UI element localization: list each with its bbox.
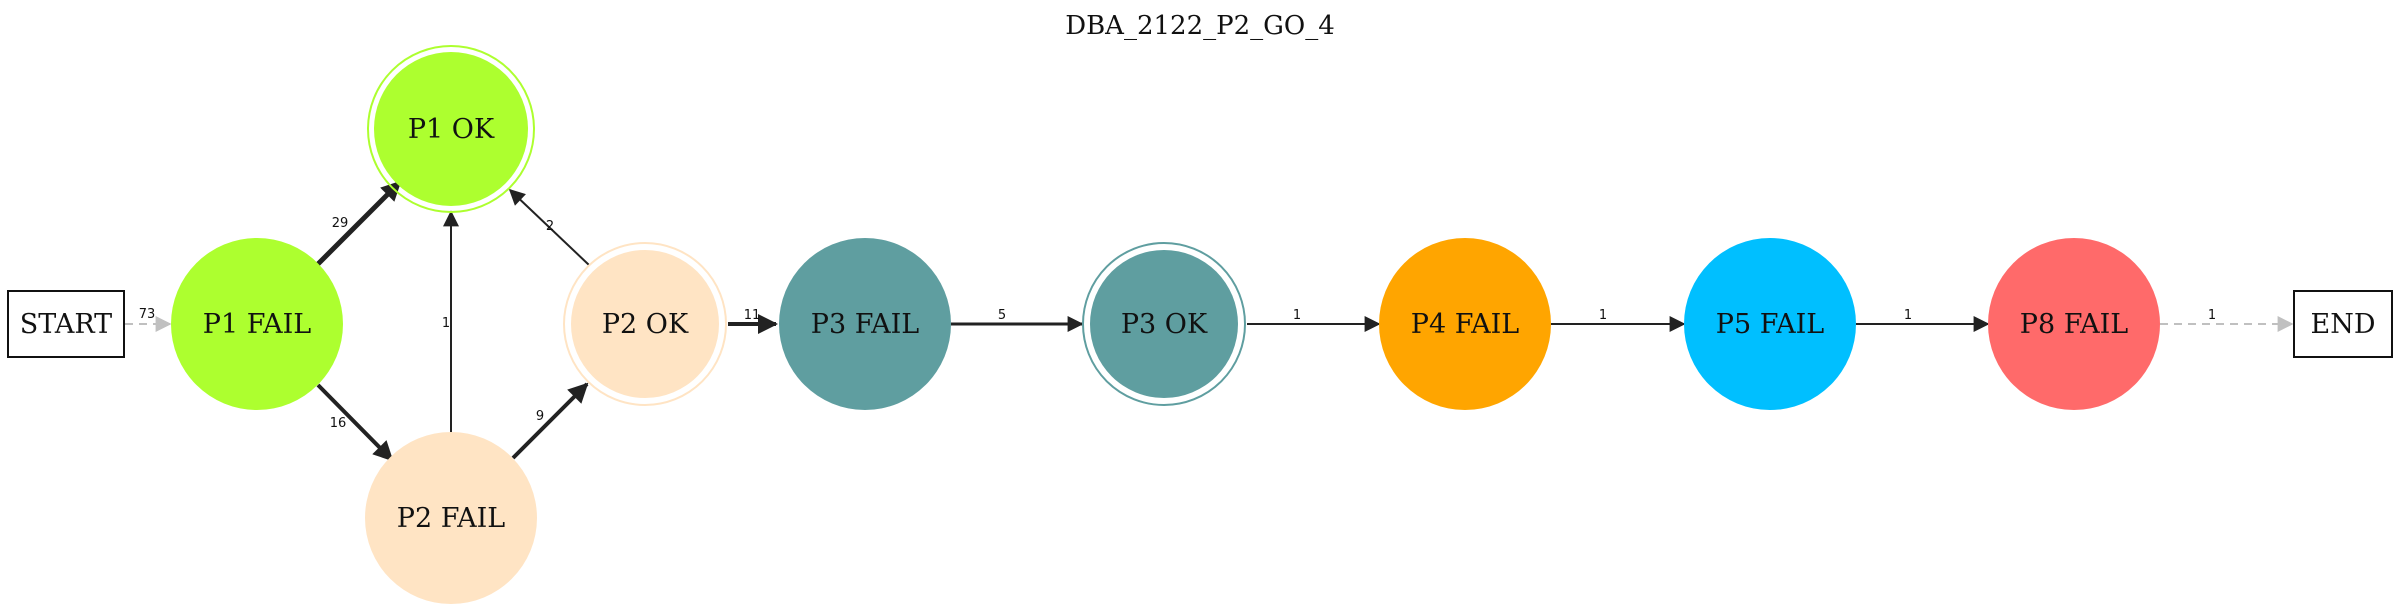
edge-p8-fail-to-end: 1 <box>2160 308 2294 332</box>
edge-p2-fail-to-p1-ok: 1 <box>442 210 459 433</box>
node-p5-fail[interactable]: P5 FAIL <box>1684 238 1856 410</box>
edge-p3-fail-to-p3-ok: 5 <box>951 308 1084 332</box>
edge-label-p5-fail-p8-fail: 1 <box>1904 308 1912 323</box>
edge-p4-fail-to-p5-fail: 1 <box>1551 308 1686 332</box>
node-p3-ok-label: P3 OK <box>1121 309 1208 340</box>
edge-label-p2-fail-p1-ok: 1 <box>442 316 450 331</box>
node-p4-fail-label: P4 FAIL <box>1411 309 1519 340</box>
node-p2-fail-label: P2 FAIL <box>397 503 505 534</box>
edge-label-p1-fail-p2-fail: 16 <box>330 416 347 431</box>
node-p1-fail[interactable]: P1 FAIL <box>171 238 343 410</box>
node-p8-fail-label: P8 FAIL <box>2020 309 2128 340</box>
node-p1-fail-label: P1 FAIL <box>203 309 311 340</box>
edge-label-p4-fail-p5-fail: 1 <box>1599 308 1607 323</box>
node-p3-ok[interactable]: P3 OK <box>1082 242 1246 406</box>
node-p2-fail[interactable]: P2 FAIL <box>365 432 537 604</box>
node-p2-ok[interactable]: P2 OK <box>563 242 727 406</box>
node-p3-fail-label: P3 FAIL <box>811 309 919 340</box>
diagram-title: DBA_2122_P2_GO_4 <box>1065 11 1335 41</box>
edge-label-p1-fail-p1-ok: 29 <box>332 216 349 231</box>
edge-start-to-p1-fail: 73 <box>125 307 172 332</box>
node-p1-ok[interactable]: P1 OK <box>367 45 535 213</box>
node-p5-fail-label: P5 FAIL <box>1716 309 1824 340</box>
edge-p2-ok-to-p3-fail: 11 <box>728 308 778 334</box>
edge-label-p2-fail-p2-ok: 9 <box>536 409 544 424</box>
edge-p3-ok-to-p4-fail: 1 <box>1247 308 1381 332</box>
node-p1-ok-label: P1 OK <box>408 114 495 145</box>
edge-p1-fail-to-p1-ok: 29 <box>316 180 402 266</box>
edge-label-p8-fail-end: 1 <box>2208 308 2216 323</box>
edge-p1-fail-to-p2-fail: 16 <box>316 383 394 462</box>
node-start[interactable]: START <box>7 290 125 358</box>
node-end[interactable]: END <box>2293 290 2393 358</box>
edge-label-p2-ok-p1-ok: 2 <box>546 219 554 234</box>
edge-p2-fail-to-p2-ok: 9 <box>511 382 589 460</box>
edge-p5-fail-to-p8-fail: 1 <box>1856 308 1990 332</box>
node-p8-fail[interactable]: P8 FAIL <box>1988 238 2160 410</box>
node-p4-fail[interactable]: P4 FAIL <box>1379 238 1551 410</box>
node-end-label: END <box>2311 309 2376 340</box>
edge-p2-ok-to-p1-ok: 2 <box>508 188 590 266</box>
node-p3-fail[interactable]: P3 FAIL <box>779 238 951 410</box>
node-p2-ok-label: P2 OK <box>602 309 689 340</box>
node-start-label: START <box>20 309 112 340</box>
edge-label-p3-fail-p3-ok: 5 <box>998 308 1006 323</box>
edge-label-start-p1-fail: 73 <box>139 307 156 322</box>
edge-label-p3-ok-p4-fail: 1 <box>1293 308 1301 323</box>
edge-label-p2-ok-p3-fail: 11 <box>744 308 761 323</box>
